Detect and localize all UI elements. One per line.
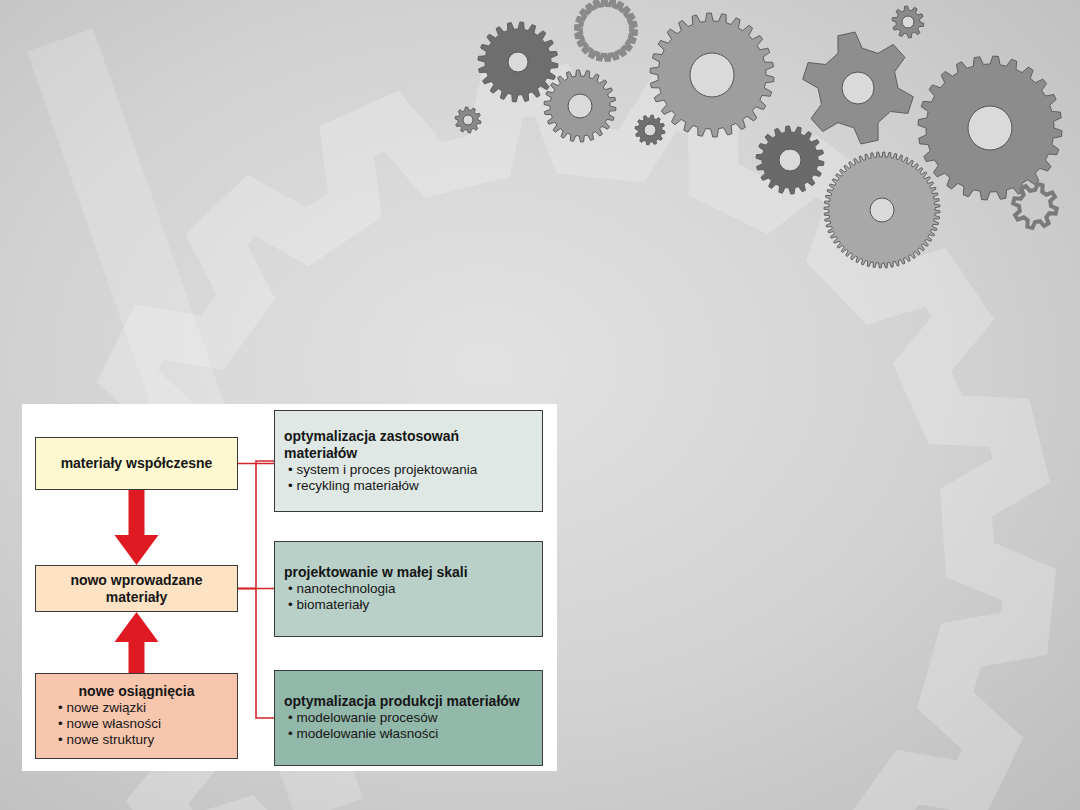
box-heading: nowo wprowadzane materiały (44, 572, 229, 606)
gear-outline (478, 22, 558, 102)
bullet-item: • system i proces projektowania (284, 462, 535, 478)
gear-icon (1013, 184, 1057, 228)
bullet-item: • nowe związki (44, 700, 229, 716)
gear-hub (690, 53, 734, 97)
gear-icon (455, 107, 481, 133)
bullet-item: • recykling materiałów (284, 478, 535, 494)
bullet-item: • modelowanie własności (284, 726, 535, 742)
gear-hub (968, 106, 1012, 150)
block-arrow (115, 612, 159, 673)
gear-icon (478, 22, 558, 102)
bullet-item: • modelowanie procesów (284, 710, 535, 726)
material-box: nowo wprowadzane materiały (35, 565, 238, 612)
bracket-line (238, 461, 274, 589)
gear-hub (870, 198, 894, 222)
gear-hub (463, 115, 473, 125)
gear-hub (902, 16, 914, 28)
achievement-box: nowe osiągnięcia• nowe związki• nowe wła… (35, 673, 238, 759)
gear-outline (756, 126, 824, 194)
gear-icon (650, 13, 774, 137)
topic-box: optymalizacja zastosowań materiałów• sys… (274, 410, 543, 512)
gear-icon (892, 6, 924, 38)
gear-outline (544, 70, 616, 142)
gear-hub (842, 72, 874, 104)
box-heading: nowe osiągnięcia (44, 683, 229, 700)
gear-outline (635, 115, 665, 145)
gear-outline (650, 13, 774, 137)
gear-hub (644, 124, 656, 136)
box-heading: materiały współczesne (44, 455, 229, 472)
bullet-item: • biomateriały (284, 597, 535, 613)
topic-box: optymalizacja produkcji materiałów• mode… (274, 670, 543, 766)
gear-outline (892, 6, 924, 38)
gear-outline (1013, 184, 1057, 228)
gear-icon (544, 70, 616, 142)
bullet-item: • nowe struktury (44, 732, 229, 748)
gear-outline (455, 107, 481, 133)
gear-outline (803, 32, 914, 144)
bullet-item: • nowe własności (44, 716, 229, 732)
gear-icon (824, 152, 940, 268)
bullet-item: • nanotechnologia (284, 581, 535, 597)
gear-icon (918, 56, 1062, 200)
gear-hub (508, 52, 528, 72)
box-heading: projektowanie w małej skali (284, 564, 535, 581)
box-heading: optymalizacja produkcji materiałów (284, 693, 535, 710)
gear-icon (756, 126, 824, 194)
gear-outline (824, 152, 940, 268)
gear-icon (576, 0, 636, 60)
gear-outline (918, 56, 1062, 200)
gear-icon (803, 32, 914, 144)
gear-hub (568, 94, 592, 118)
block-arrow (115, 490, 159, 565)
gear-icon (635, 115, 665, 145)
topic-box: projektowanie w małej skali• nanotechnol… (274, 541, 543, 637)
material-box: materiały współczesne (35, 437, 238, 490)
bracket-line (238, 589, 274, 719)
box-heading: optymalizacja zastosowań materiałów (284, 428, 535, 462)
gear-outline (576, 0, 636, 60)
gear-hub (779, 149, 801, 171)
